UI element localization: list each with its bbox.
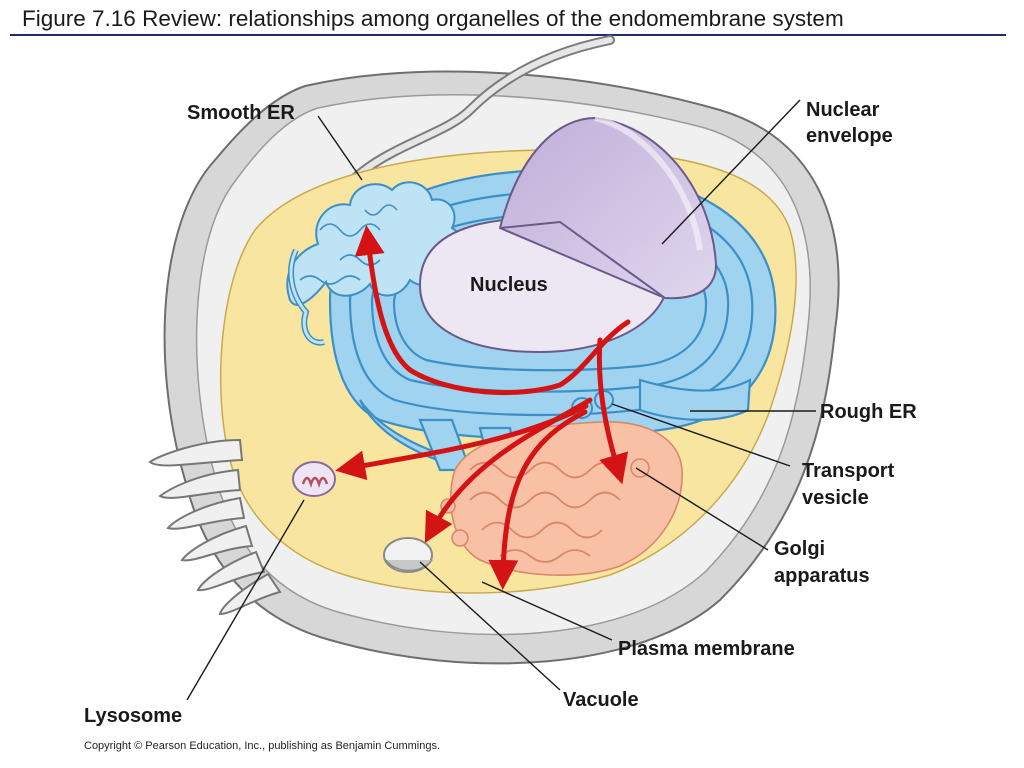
label-nuclear-envelope-line1: Nuclear — [806, 99, 880, 121]
label-plasma-membrane: Plasma membrane — [618, 638, 795, 660]
membrane-flow-arrows — [335, 225, 631, 590]
label-golgi-line1: Golgi — [774, 538, 825, 560]
label-transport-vesicle-line1: Transport — [802, 460, 895, 482]
microvilli — [148, 438, 282, 616]
copyright-notice: Copyright © Pearson Education, Inc., pub… — [84, 740, 440, 752]
page-title: Figure 7.16 Review: relationships among … — [22, 6, 844, 31]
label-nucleus: Nucleus — [470, 274, 548, 296]
title-rule — [10, 34, 1006, 36]
label-lysosome: Lysosome — [84, 705, 182, 727]
label-golgi-line2: apparatus — [774, 565, 870, 587]
label-vacuole: Vacuole — [563, 689, 639, 711]
label-rough-er: Rough ER — [820, 401, 917, 423]
nucleus-shape — [418, 115, 718, 354]
lysosome-shape — [292, 461, 336, 497]
label-transport-vesicle-line2: vesicle — [802, 487, 869, 509]
label-nuclear-envelope-line2: envelope — [806, 125, 893, 147]
label-smooth-er: Smooth ER — [187, 102, 295, 124]
leader-lines — [186, 99, 816, 701]
